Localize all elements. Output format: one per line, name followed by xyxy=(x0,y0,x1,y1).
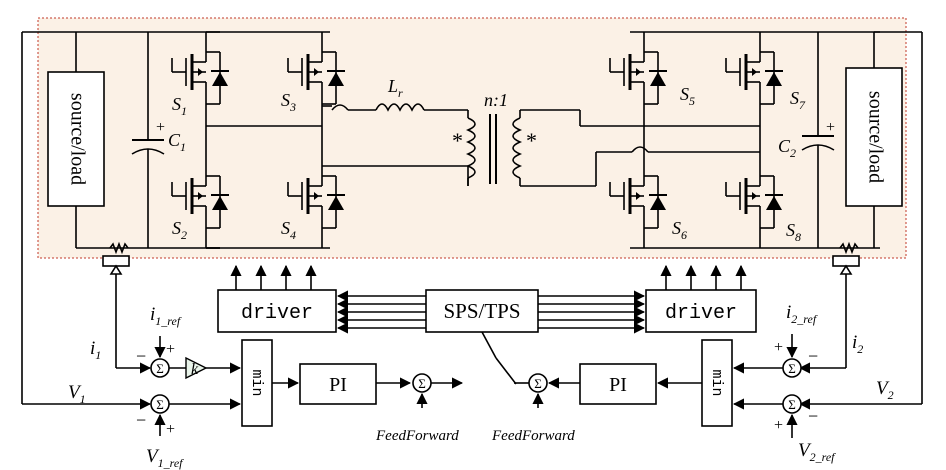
label-v1-ref: V1_ref xyxy=(146,446,184,470)
selector-switch xyxy=(495,357,517,385)
pi-right xyxy=(579,363,657,405)
s2-label: S2 xyxy=(172,218,187,242)
svg-text:SPS/TPS: SPS/TPS xyxy=(443,299,520,323)
svg-text:PI: PI xyxy=(329,374,347,396)
source-load-right-label: source/load xyxy=(864,91,886,183)
gain-k xyxy=(185,356,208,380)
svg-text:+: + xyxy=(774,417,783,434)
s4-label: S4 xyxy=(281,218,296,242)
svg-text:k: k xyxy=(191,361,199,378)
label-i2-ref: i2_ref xyxy=(786,302,818,326)
dot-primary: * xyxy=(452,128,463,153)
svg-text:−: − xyxy=(136,346,146,366)
s3-label: S3 xyxy=(281,90,296,114)
pi-left xyxy=(299,363,377,405)
source-load-left-label: source/load xyxy=(66,93,88,185)
source-load-right xyxy=(845,67,903,207)
c2-label: C2 xyxy=(778,136,796,160)
power-stage-frame xyxy=(37,17,907,259)
label-v1: V1 xyxy=(68,382,86,406)
svg-text:+: + xyxy=(166,341,175,358)
transformer-primary xyxy=(465,117,476,179)
current-sensor-right xyxy=(839,241,859,255)
source-load-left xyxy=(47,71,105,207)
min-left xyxy=(241,339,273,427)
svg-text:driver: driver xyxy=(241,302,313,325)
label-v2-ref: V2_ref xyxy=(798,440,836,464)
label-i2: i2 xyxy=(852,332,863,356)
svg-text:Σ: Σ xyxy=(788,361,796,376)
label-v2: V2 xyxy=(876,378,894,402)
svg-text:+: + xyxy=(166,421,175,438)
transformer-secondary xyxy=(512,117,523,179)
svg-text:Σ: Σ xyxy=(156,361,164,376)
svg-text:PI: PI xyxy=(609,374,627,396)
label-i1-ref: i1_ref xyxy=(150,304,182,328)
svg-text:−: − xyxy=(136,410,146,430)
driver-left xyxy=(217,289,337,333)
c2-plus: + xyxy=(826,119,835,136)
s1-label: S1 xyxy=(172,94,187,118)
current-sensor-left xyxy=(109,241,129,255)
svg-text:min: min xyxy=(248,369,265,396)
s5-label: S5 xyxy=(680,84,695,108)
svg-text:Σ: Σ xyxy=(156,397,164,412)
svg-text:Σ: Σ xyxy=(788,397,796,412)
svg-text:Σ: Σ xyxy=(418,376,426,391)
dot-secondary: * xyxy=(526,128,537,153)
label-feedforward-left: FeedForward xyxy=(375,428,459,444)
c1-plus: + xyxy=(156,119,165,136)
inductor-lr xyxy=(375,103,425,112)
turns-ratio: n:1 xyxy=(484,90,508,110)
svg-text:−: − xyxy=(808,406,818,426)
svg-text:+: + xyxy=(774,339,783,356)
svg-text:−: − xyxy=(808,346,818,366)
min-right xyxy=(701,339,733,427)
s6-label: S6 xyxy=(672,218,687,242)
sps-tps-block xyxy=(425,289,539,333)
label-i1: i1 xyxy=(90,338,101,362)
lr-label: Lr xyxy=(387,76,403,100)
svg-text:min: min xyxy=(708,369,725,396)
driver-right xyxy=(645,289,757,333)
label-feedforward-right: FeedForward xyxy=(491,428,575,444)
svg-text:Σ: Σ xyxy=(534,376,542,391)
s7-label: S7 xyxy=(790,88,806,112)
svg-text:driver: driver xyxy=(665,302,737,325)
c1-label: C1 xyxy=(168,130,186,154)
s8-label: S8 xyxy=(786,220,801,244)
